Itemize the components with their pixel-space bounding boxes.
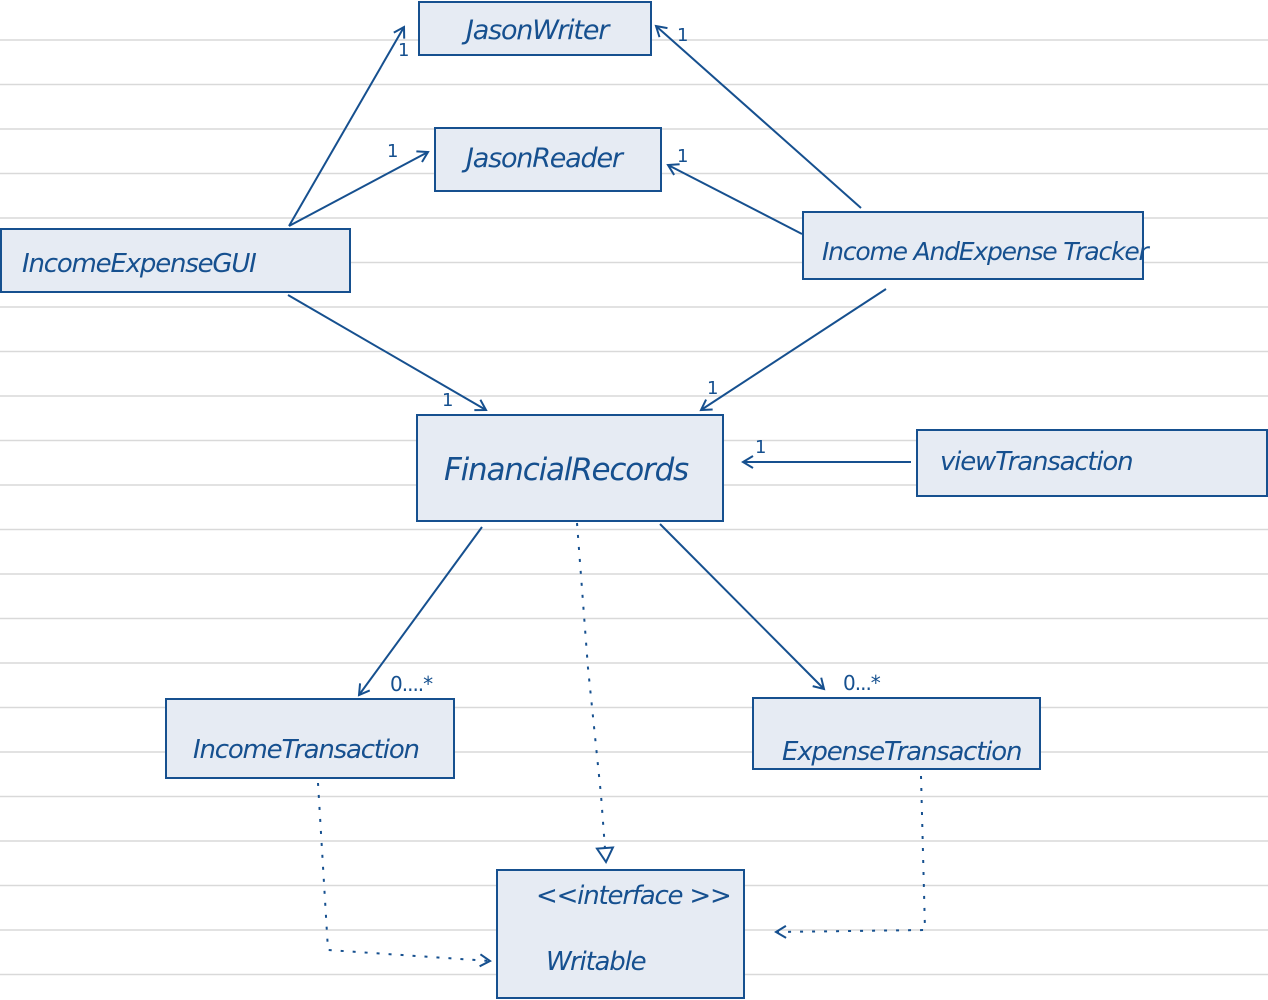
realization-incometransaction-to-writable: [317, 782, 492, 968]
class-name: IncomeTransaction: [193, 735, 420, 765]
class-name: JasonReader: [466, 143, 623, 174]
interface-stereotype: <<interface >>: [536, 881, 732, 911]
class-financialrecords: FinancialRecords: [416, 414, 724, 522]
realization-expensetransaction-to-writable: [774, 775, 927, 939]
arrow-financialrecords-to-incometransaction: [357, 526, 483, 697]
multiplicity-tracker-to-financialrecords: 1: [707, 378, 719, 399]
multiplicity-financialrecords-to-expensetransaction: 0...*: [843, 671, 881, 695]
arrow-tracker-to-jsonwriter: [654, 24, 862, 209]
multiplicity-financialrecords-to-incometransaction: 0....*: [390, 672, 433, 696]
class-name: viewTransaction: [940, 447, 1134, 477]
class-name: IncomeExpenseGUI: [22, 249, 257, 279]
multiplicity-gui-to-jsonreader: 1: [387, 141, 399, 162]
class-name: ExpenseTransaction: [782, 737, 1022, 767]
class-incomeexpensegui: IncomeExpenseGUI: [0, 228, 351, 293]
class-name: Writable: [546, 947, 647, 977]
class-jsonreader: JasonReader: [434, 127, 662, 192]
multiplicity-gui-to-financialrecords: 1: [442, 390, 454, 411]
arrow-tracker-to-jsonreader: [666, 163, 803, 235]
multiplicity-view-to-financialrecords: 1: [755, 437, 767, 458]
multiplicity-tracker-to-jsonreader: 1: [677, 146, 689, 167]
class-incometransaction: IncomeTransaction: [165, 698, 455, 779]
class-viewtransaction: viewTransaction: [916, 429, 1268, 497]
multiplicity-tracker-to-jsonwriter: 1: [677, 25, 689, 46]
arrow-tracker-to-financialrecords: [699, 288, 887, 412]
class-expensetransaction: ExpenseTransaction: [752, 697, 1041, 770]
arrow-financialrecords-to-expensetransaction: [659, 523, 826, 691]
class-name: Income AndExpense Tracker: [822, 237, 1149, 266]
interface-writable: <<interface >> Writable: [496, 869, 745, 999]
class-name: JasonWriter: [466, 15, 609, 46]
arrow-gui-to-jsonreader: [288, 150, 430, 227]
arrow-gui-to-jsonwriter: [288, 25, 406, 227]
class-incomeandexpensetracker: Income AndExpense Tracker: [802, 211, 1149, 280]
class-jsonwriter: JasonWriter: [418, 1, 652, 56]
realization-financialrecords-to-writable: [576, 522, 615, 865]
arrow-gui-to-financialrecords: [287, 294, 488, 412]
multiplicity-gui-to-jsonwriter: 1: [398, 40, 410, 61]
class-name: FinancialRecords: [444, 452, 689, 488]
